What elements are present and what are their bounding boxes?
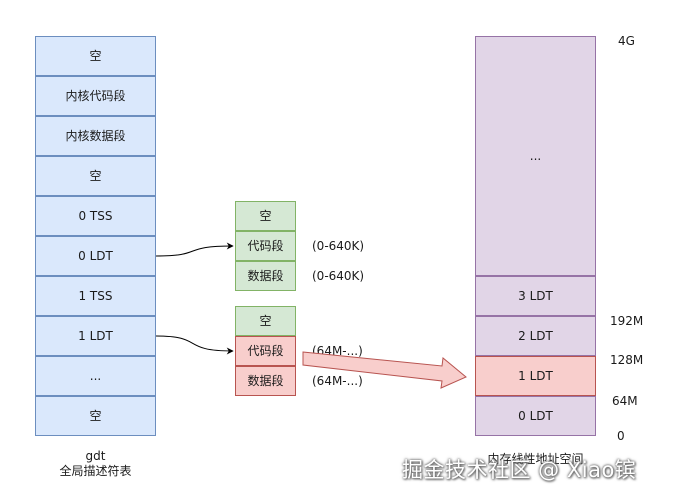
gdt-entry-kernel-data: 内核数据段 xyxy=(35,116,156,156)
memory-block-ldt3: 3 LDT xyxy=(475,276,596,316)
address-label-64m: 64M xyxy=(612,394,638,408)
address-label-0: 0 xyxy=(617,429,625,443)
gdt-entry-ldt1: 1 LDT xyxy=(35,316,156,356)
gdt-entry-kernel-code: 内核代码段 xyxy=(35,76,156,116)
gdt-entry-null-3: 空 xyxy=(35,396,156,436)
ldt0-entry-code: 代码段 xyxy=(235,231,296,261)
ldt0-data-range: (0-640K) xyxy=(312,269,365,283)
ldt1-entry-code: 代码段 xyxy=(235,336,296,366)
gdt-entry-ldt0: 0 LDT xyxy=(35,236,156,276)
watermark-text: 掘金技术社区 @ Xiao镔 xyxy=(402,458,637,482)
gdt-caption-subtitle: 全局描述符表 xyxy=(59,464,132,478)
gdt-caption-title: gdt xyxy=(85,449,106,463)
ldt0-connector-arrow xyxy=(155,242,234,257)
ldt1-connector-arrow xyxy=(155,335,234,355)
gdt-entry-ellipsis: ... xyxy=(35,356,156,396)
address-label-192m: 192M xyxy=(610,314,644,328)
gdt-entry-tss1: 1 TSS xyxy=(35,276,156,316)
ldt0-entry-null: 空 xyxy=(235,201,296,231)
gdt-entry-null-2: 空 xyxy=(35,156,156,196)
gdt-caption: gdt 全局描述符表 xyxy=(35,449,156,479)
memory-block-upper: ... xyxy=(475,36,596,276)
ldt1-entry-null: 空 xyxy=(235,306,296,336)
memory-caption: 内存线性地址空间 xyxy=(487,452,584,466)
ldt0-code-range: (0-640K) xyxy=(312,239,365,253)
address-label-128m: 128M xyxy=(610,353,644,367)
mapping-arrow xyxy=(302,351,467,389)
ldt1-entry-data: 数据段 xyxy=(235,366,296,396)
ldt1-data-range: (64M-...) xyxy=(312,374,363,388)
memory-block-ldt0: 0 LDT xyxy=(475,396,596,436)
memory-block-ldt1: 1 LDT xyxy=(475,356,596,396)
gdt-entry-null: 空 xyxy=(35,36,156,76)
ldt0-entry-data: 数据段 xyxy=(235,261,296,291)
gdt-entry-tss0: 0 TSS xyxy=(35,196,156,236)
address-label-4g: 4G xyxy=(618,34,635,48)
memory-block-ldt2: 2 LDT xyxy=(475,316,596,356)
